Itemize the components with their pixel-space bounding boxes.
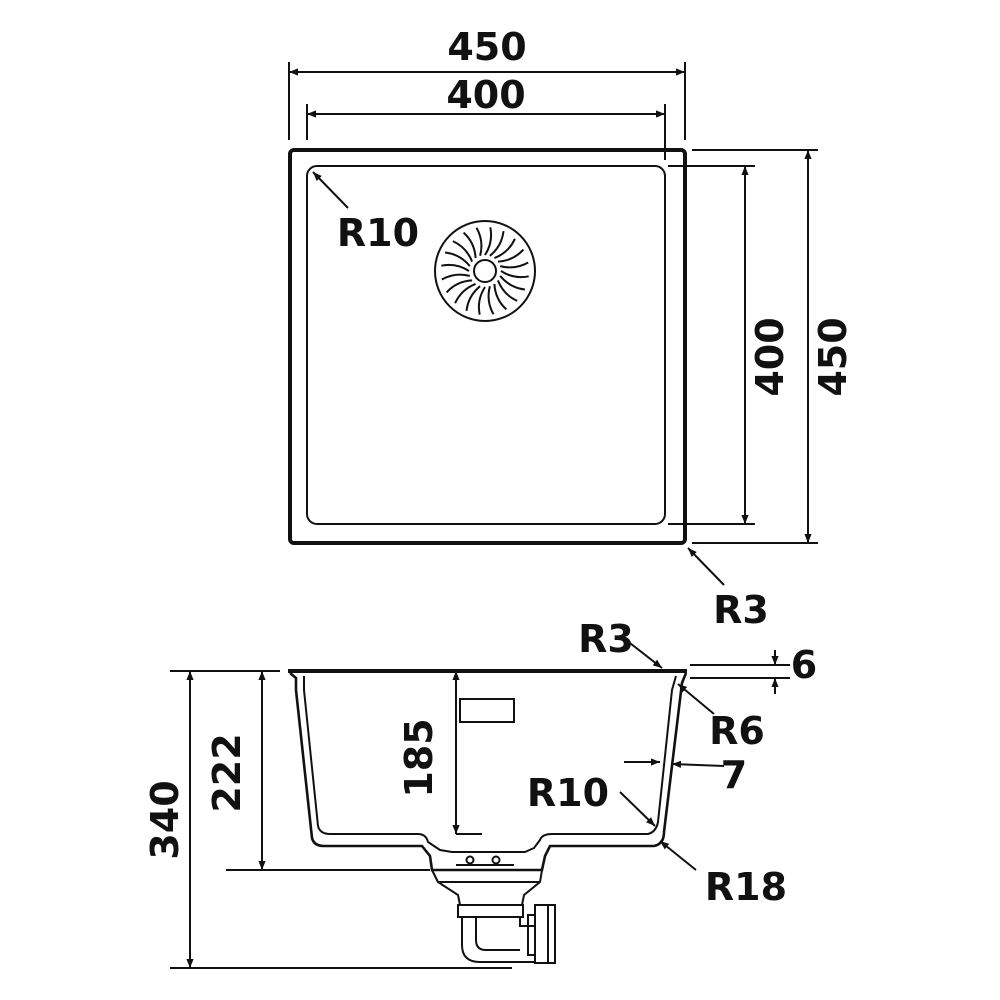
- strainer-slot: [497, 248, 525, 263]
- label-radius-inner-corner: R10: [337, 211, 419, 255]
- label-bowl-depth: 185: [397, 718, 441, 797]
- strainer-slot: [494, 238, 516, 260]
- siphon-outlet-cap: [527, 914, 536, 956]
- siphon-trap-inner: [475, 917, 520, 951]
- strainer-slot: [499, 261, 529, 269]
- drain-bolt-left: [465, 855, 475, 865]
- siphon-collar: [457, 904, 524, 918]
- label-depth-222: 222: [205, 733, 249, 812]
- strainer-slot: [441, 263, 470, 272]
- label-height-inner: 400: [748, 317, 792, 396]
- strainer-slot: [454, 282, 476, 304]
- leader-r6-side: [677, 683, 715, 715]
- strainer-slot: [499, 275, 526, 291]
- strainer-slot: [487, 285, 495, 315]
- strainer-slot: [444, 251, 471, 267]
- strainer-slot: [477, 286, 486, 315]
- bowl-outer-profile: [289, 672, 688, 872]
- label-radius-rim: R3: [578, 617, 634, 661]
- strainer-slot: [484, 227, 493, 256]
- label-height-outer: 450: [811, 317, 855, 396]
- siphon-trap: [461, 917, 536, 963]
- label-width-inner: 400: [446, 73, 525, 117]
- side-view: R3 6 R6 7 R10 R18 185 222 340: [143, 617, 817, 969]
- leader-r10-top: [312, 171, 349, 209]
- drain-bolt-right: [491, 855, 501, 865]
- drain-neck: [431, 869, 543, 906]
- label-rim-thickness: 6: [791, 643, 817, 687]
- label-radius-outer-corner: R3: [713, 588, 769, 632]
- top-view: 450 400 R10 400 450 R3: [288, 25, 855, 632]
- dim-line-7-right: [671, 760, 725, 768]
- label-radius-bottom-outer: R18: [705, 865, 787, 909]
- bowl-inner-outline: [306, 165, 666, 525]
- leader-r18-side: [659, 840, 697, 871]
- leader-r3-top: [687, 547, 725, 586]
- label-width-outer: 450: [447, 25, 526, 69]
- leader-r10-side: [619, 791, 656, 827]
- label-radius-rim-inner: R6: [709, 709, 765, 753]
- strainer-slot: [500, 270, 529, 279]
- strainer-slot: [493, 283, 508, 311]
- strainer-slot: [496, 280, 518, 302]
- strainer-slot: [452, 240, 474, 262]
- strainer-slot: [475, 227, 483, 257]
- label-wall-thickness: 7: [721, 753, 747, 797]
- label-total-height: 340: [143, 780, 187, 859]
- overflow-slot: [459, 698, 515, 723]
- strainer-slot: [489, 230, 505, 257]
- strainer-slot: [465, 285, 481, 312]
- strainer-slot: [462, 231, 477, 259]
- strainer-slot: [445, 279, 473, 294]
- leader-r3-side: [625, 639, 663, 669]
- label-radius-bottom-inner: R10: [527, 771, 609, 815]
- sink-outer-outline: [288, 148, 687, 545]
- siphon-outlet: [534, 904, 556, 964]
- drain-strainer-icon: [434, 220, 536, 322]
- bowl-inner-profile: [303, 675, 677, 853]
- strainer-slot: [441, 273, 471, 281]
